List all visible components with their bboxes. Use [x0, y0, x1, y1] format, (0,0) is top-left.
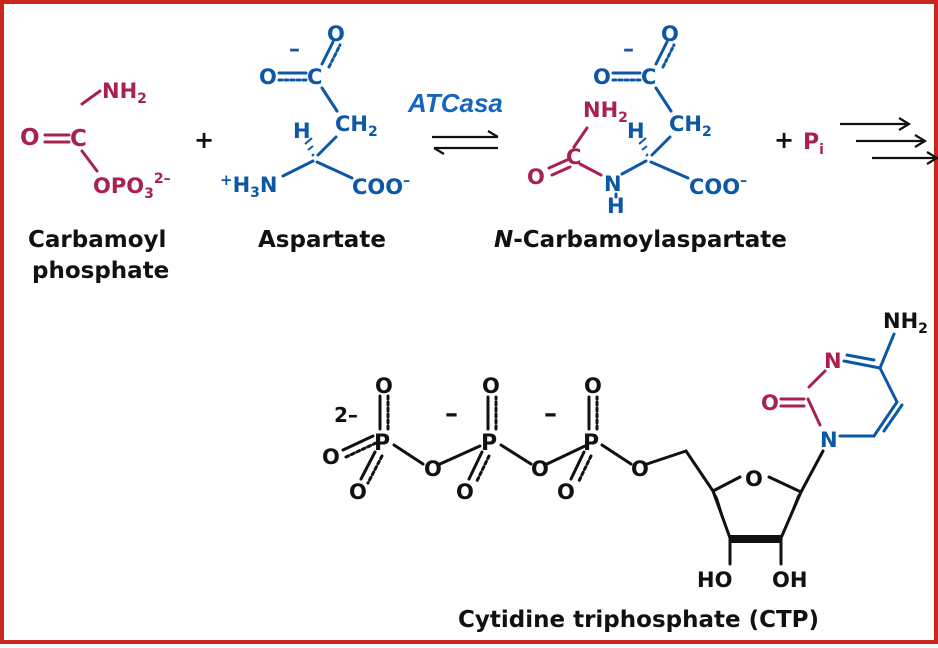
ctp-o-top1: O [375, 374, 393, 398]
cp-nh2-label: NH2 [102, 79, 147, 107]
ctp-o-top3: O [584, 374, 602, 398]
nca-o-top: O [661, 22, 679, 46]
cp-carbon: C [70, 126, 87, 152]
ctp-ho: HO [697, 568, 732, 592]
ctp-nh2-label: NH2 [883, 309, 928, 337]
cp-name-line2: phosphate [32, 258, 169, 284]
ctp-o-bot2: O [456, 480, 474, 504]
ctp-o-ring: O [745, 467, 763, 491]
ctp-n1: N [820, 428, 838, 452]
reaction-diagram: NH2 O C OPO32– Carbamoyl phosphate + [20, 22, 938, 633]
cytidine-triphosphate: 2– – – P P P O O O O O O O O O O O HO OH… [322, 309, 928, 633]
pi-label: Pi [803, 130, 824, 158]
ctp-o-bot3: O [557, 480, 575, 504]
plus-sign-1: + [194, 126, 214, 154]
asp-carbon: C [307, 65, 322, 89]
nca-ch2-label: CH2 [669, 112, 712, 140]
asp-name: Aspartate [258, 227, 386, 253]
asp-coo-label: COO– [352, 173, 410, 199]
nca-charge: – [623, 37, 634, 62]
nca-carbamoyl-c: C [566, 145, 581, 169]
ctp-o-top2: O [482, 374, 500, 398]
asp-charge: – [289, 37, 300, 62]
enzyme-label: ATCasa [407, 88, 503, 118]
nca-name: N-Carbamoylaspartate [494, 227, 787, 253]
equilibrium-arrow [432, 130, 499, 155]
ctp-name: Cytidine triphosphate (CTP) [458, 607, 819, 633]
asp-h: H [293, 119, 311, 143]
ctp-p3: P [583, 431, 599, 456]
asp-ch2-label: CH2 [335, 112, 378, 140]
nca-carbonyl-o: O [527, 165, 545, 189]
aspartate: – O O C CH2 H +H3N COO– Aspartate [220, 22, 410, 253]
plus-sign-2: + [774, 126, 794, 154]
asp-o-left: O [259, 65, 277, 89]
nca-nh-h: H [607, 194, 625, 218]
nca-nh2-label: NH2 [583, 98, 628, 126]
ctp-charge-minus-a: – [445, 399, 458, 429]
carbamoyl-phosphate: NH2 O C OPO32– Carbamoyl phosphate [20, 79, 171, 284]
ctp-o-bot1: O [349, 480, 367, 504]
multistep-arrows [840, 117, 938, 165]
ctp-o-bridge1: O [424, 457, 442, 481]
ctp-n3: N [824, 349, 842, 373]
ctp-carbonyl-o: O [761, 391, 779, 415]
ctp-p2: P [481, 431, 497, 456]
asp-amine-label: +H3N [220, 171, 277, 201]
n-carbamoylaspartate: – O O C CH2 H N H COO– NH2 O C N-Carbamo… [494, 22, 787, 253]
nca-h: H [627, 119, 645, 143]
ctp-o-left: O [322, 445, 340, 469]
ctp-o-bridge2: O [531, 457, 549, 481]
asp-o-top: O [327, 22, 345, 46]
nca-n: N [604, 172, 622, 196]
ctp-p1: P [374, 431, 390, 456]
nca-coo-label: COO– [689, 173, 747, 199]
cp-name-line1: Carbamoyl [28, 227, 166, 253]
nca-o-left: O [593, 65, 611, 89]
cp-phosphate-label: OPO32– [93, 171, 171, 202]
ctp-charge-minus-b: – [544, 399, 557, 429]
nca-carbon: C [641, 65, 656, 89]
ctp-oh: OH [772, 568, 807, 592]
cp-carbonyl-o: O [20, 125, 40, 151]
ctp-charge-2minus: 2– [334, 403, 358, 427]
ctp-o-bridge3: O [631, 457, 649, 481]
